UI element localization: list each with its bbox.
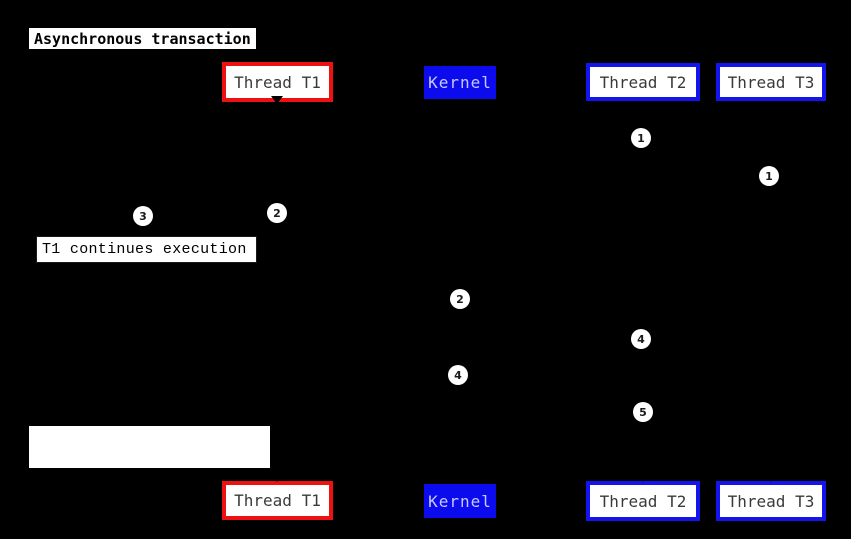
arrowhead-down-icon [765,474,777,482]
step-marker-2-thread-t1: 2 [267,203,287,223]
actor-thread-t2-bottom: Thread T2 [586,481,700,521]
actor-kernel-top: Kernel [424,66,496,99]
step-marker-4-kernel: 4 [448,365,468,385]
actor-thread-t3-bottom: Thread T3 [716,481,826,521]
actor-thread-t1-bottom: Thread T1 [222,481,333,520]
actor-kernel-bottom: Kernel [424,484,496,518]
step-marker-1-thread-t3: 1 [759,166,779,186]
actor-thread-t2-top: Thread T2 [586,63,700,101]
arrowhead-down-icon [271,474,283,482]
note-t1-continues-execution: T1 continues execution [36,236,257,263]
arrowhead-down-icon [637,474,649,482]
step-marker-5-thread-t2: 5 [633,402,653,422]
step-marker-1-thread-t2: 1 [631,128,651,148]
step-marker-3-thread-t1: 3 [133,206,153,226]
note-blank [29,426,270,468]
actor-thread-t3-top: Thread T3 [716,63,826,101]
arrowhead-down-icon [271,96,283,104]
diagram-title-label: Asynchronous transaction [28,27,257,50]
step-marker-4-thread-t2: 4 [631,329,651,349]
step-marker-2-kernel: 2 [450,289,470,309]
